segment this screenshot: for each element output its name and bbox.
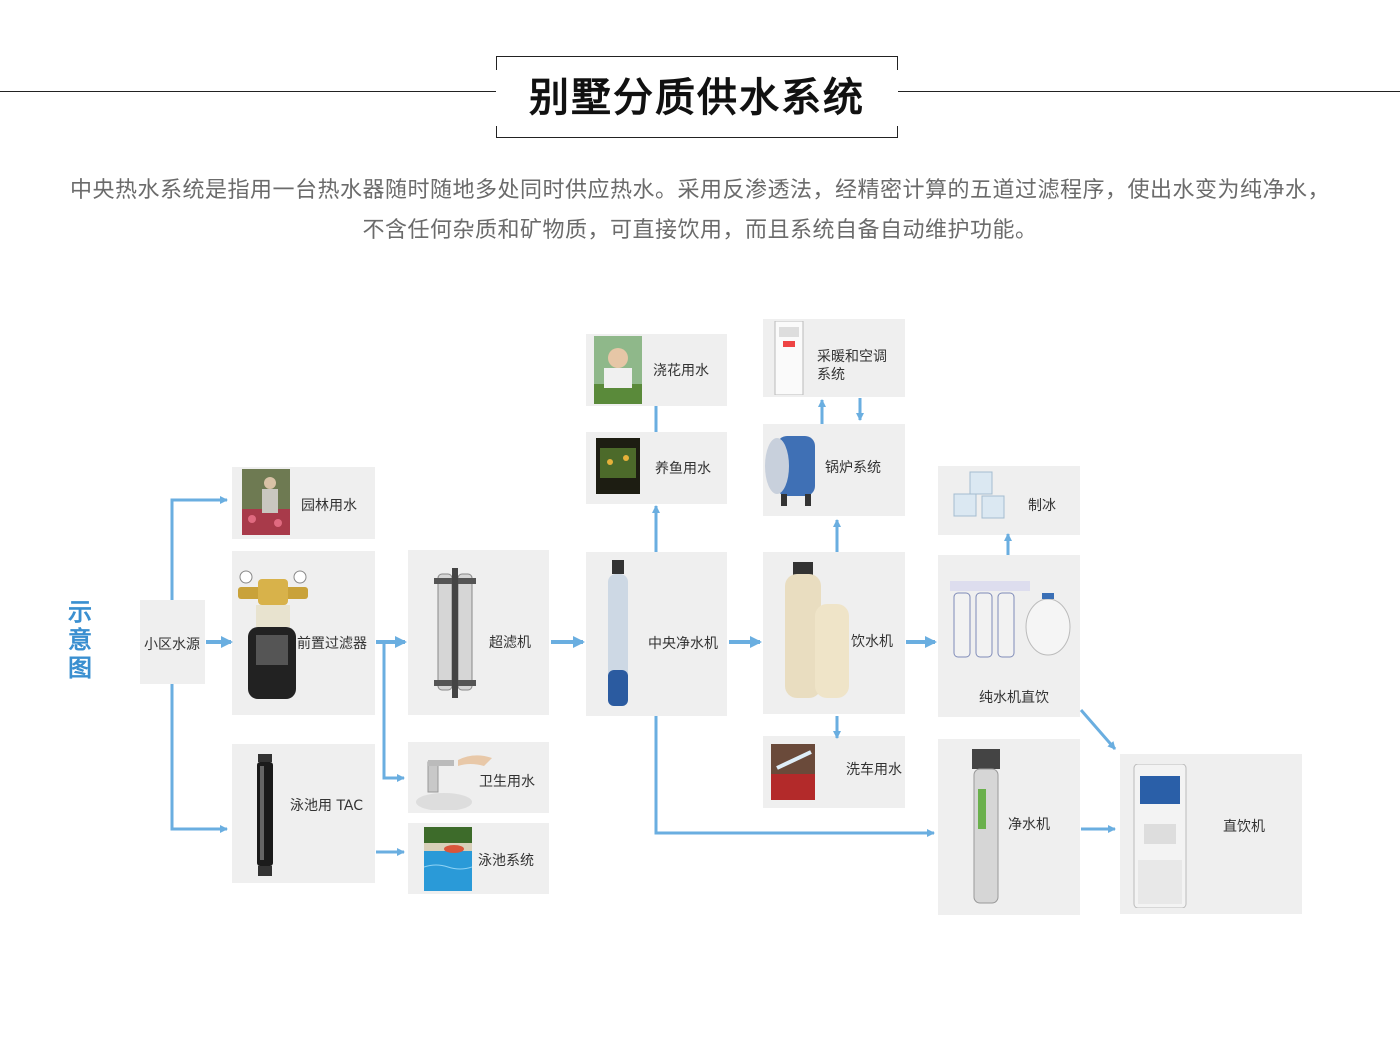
- node-fish: 养鱼用水: [586, 432, 727, 504]
- softener-image: [785, 562, 849, 698]
- description-line-1: 中央热水系统是指用一台热水器随时随地多处同时供应热水。采用反渗透法，经精密计算的…: [69, 178, 1330, 203]
- description-line-2: 不含任何杂质和矿物质，可直接饮用，而且系统自备自动维护功能。: [362, 218, 1038, 243]
- node-boiler-label: 锅炉系统: [825, 460, 881, 476]
- node-sanitary: 卫生用水: [408, 742, 549, 813]
- air-conditioner-image: [774, 321, 804, 395]
- aquarium-photo: [596, 438, 640, 494]
- node-drinking-machine: 饮水机: [763, 552, 905, 714]
- pool-tac-image: [257, 754, 273, 876]
- ice-image: [953, 471, 1005, 519]
- node-heating-ac-label-1: 采暖和空调: [817, 349, 887, 365]
- node-garden: 园林用水: [232, 467, 375, 539]
- purifier-image: [972, 749, 1000, 904]
- garden-photo: [242, 469, 290, 535]
- node-pool-system: 泳池系统: [408, 823, 549, 894]
- node-pool-system-label: 泳池系统: [478, 853, 534, 869]
- node-sanitary-label: 卫生用水: [479, 774, 535, 790]
- boiler-image: [765, 436, 815, 506]
- node-prefilter-label: 前置过滤器: [297, 636, 367, 652]
- node-watering-label: 浇花用水: [653, 363, 709, 379]
- node-ultrafilter-label: 超滤机: [489, 635, 531, 651]
- arrow-source-garden: [170, 496, 228, 600]
- node-purifier-label: 净水机: [1008, 817, 1050, 833]
- node-central-purifier-label: 中央净水机: [648, 636, 718, 652]
- node-heating-ac: 采暖和空调 系统: [763, 319, 905, 397]
- arrow-central-purifier: [654, 716, 935, 837]
- node-garden-label: 园林用水: [301, 498, 357, 514]
- faucet-image: [416, 755, 492, 810]
- ultrafilter-image: [434, 568, 476, 698]
- title-frame: 别墅分质供水系统: [496, 56, 898, 138]
- node-ice-label: 制冰: [1028, 498, 1056, 514]
- node-direct-drinker: 直饮机: [1120, 754, 1302, 914]
- diagram-side-title: 示意图: [68, 597, 92, 682]
- node-direct-drinker-label: 直饮机: [1223, 819, 1265, 835]
- prefilter-image: [238, 570, 308, 699]
- arrow-prefilter-sanitary: [382, 642, 405, 782]
- pool-photo: [424, 827, 472, 891]
- arrow-puredirect-directdrinker: [1079, 709, 1117, 750]
- page-title: 别墅分质供水系统: [496, 70, 898, 126]
- node-central-purifier: 中央净水机: [586, 552, 727, 716]
- watering-photo: [594, 336, 642, 404]
- header-rule-left: [0, 91, 497, 92]
- node-ultrafilter: 超滤机: [408, 550, 549, 715]
- car-wash-photo: [771, 744, 815, 800]
- node-pure-direct-label: 纯水机直饮: [979, 690, 1049, 706]
- node-prefilter: 前置过滤器: [232, 551, 375, 715]
- node-pool-tac-label: 泳池用 TAC: [290, 798, 364, 814]
- node-source: 小区水源: [140, 600, 205, 684]
- node-drinking-machine-label: 饮水机: [851, 634, 893, 650]
- node-pool-tac: 泳池用 TAC: [232, 744, 375, 883]
- ro-system-image: [950, 581, 1071, 658]
- node-purifier: 净水机: [938, 739, 1080, 915]
- central-purifier-image: [608, 560, 628, 706]
- node-source-label: 小区水源: [144, 637, 200, 653]
- direct-drinker-image: [1133, 764, 1187, 908]
- node-car-wash-label: 洗车用水: [846, 762, 902, 778]
- node-pure-direct: 纯水机直饮: [938, 555, 1080, 717]
- node-car-wash: 洗车用水: [763, 736, 905, 808]
- header-rule-right: [897, 91, 1400, 92]
- arrow-source-pooltac: [170, 684, 228, 833]
- node-watering: 浇花用水: [586, 334, 727, 406]
- node-boiler: 锅炉系统: [763, 424, 905, 516]
- node-fish-label: 养鱼用水: [655, 461, 711, 477]
- node-ice: 制冰: [938, 466, 1080, 535]
- node-heating-ac-label-2: 系统: [817, 367, 845, 383]
